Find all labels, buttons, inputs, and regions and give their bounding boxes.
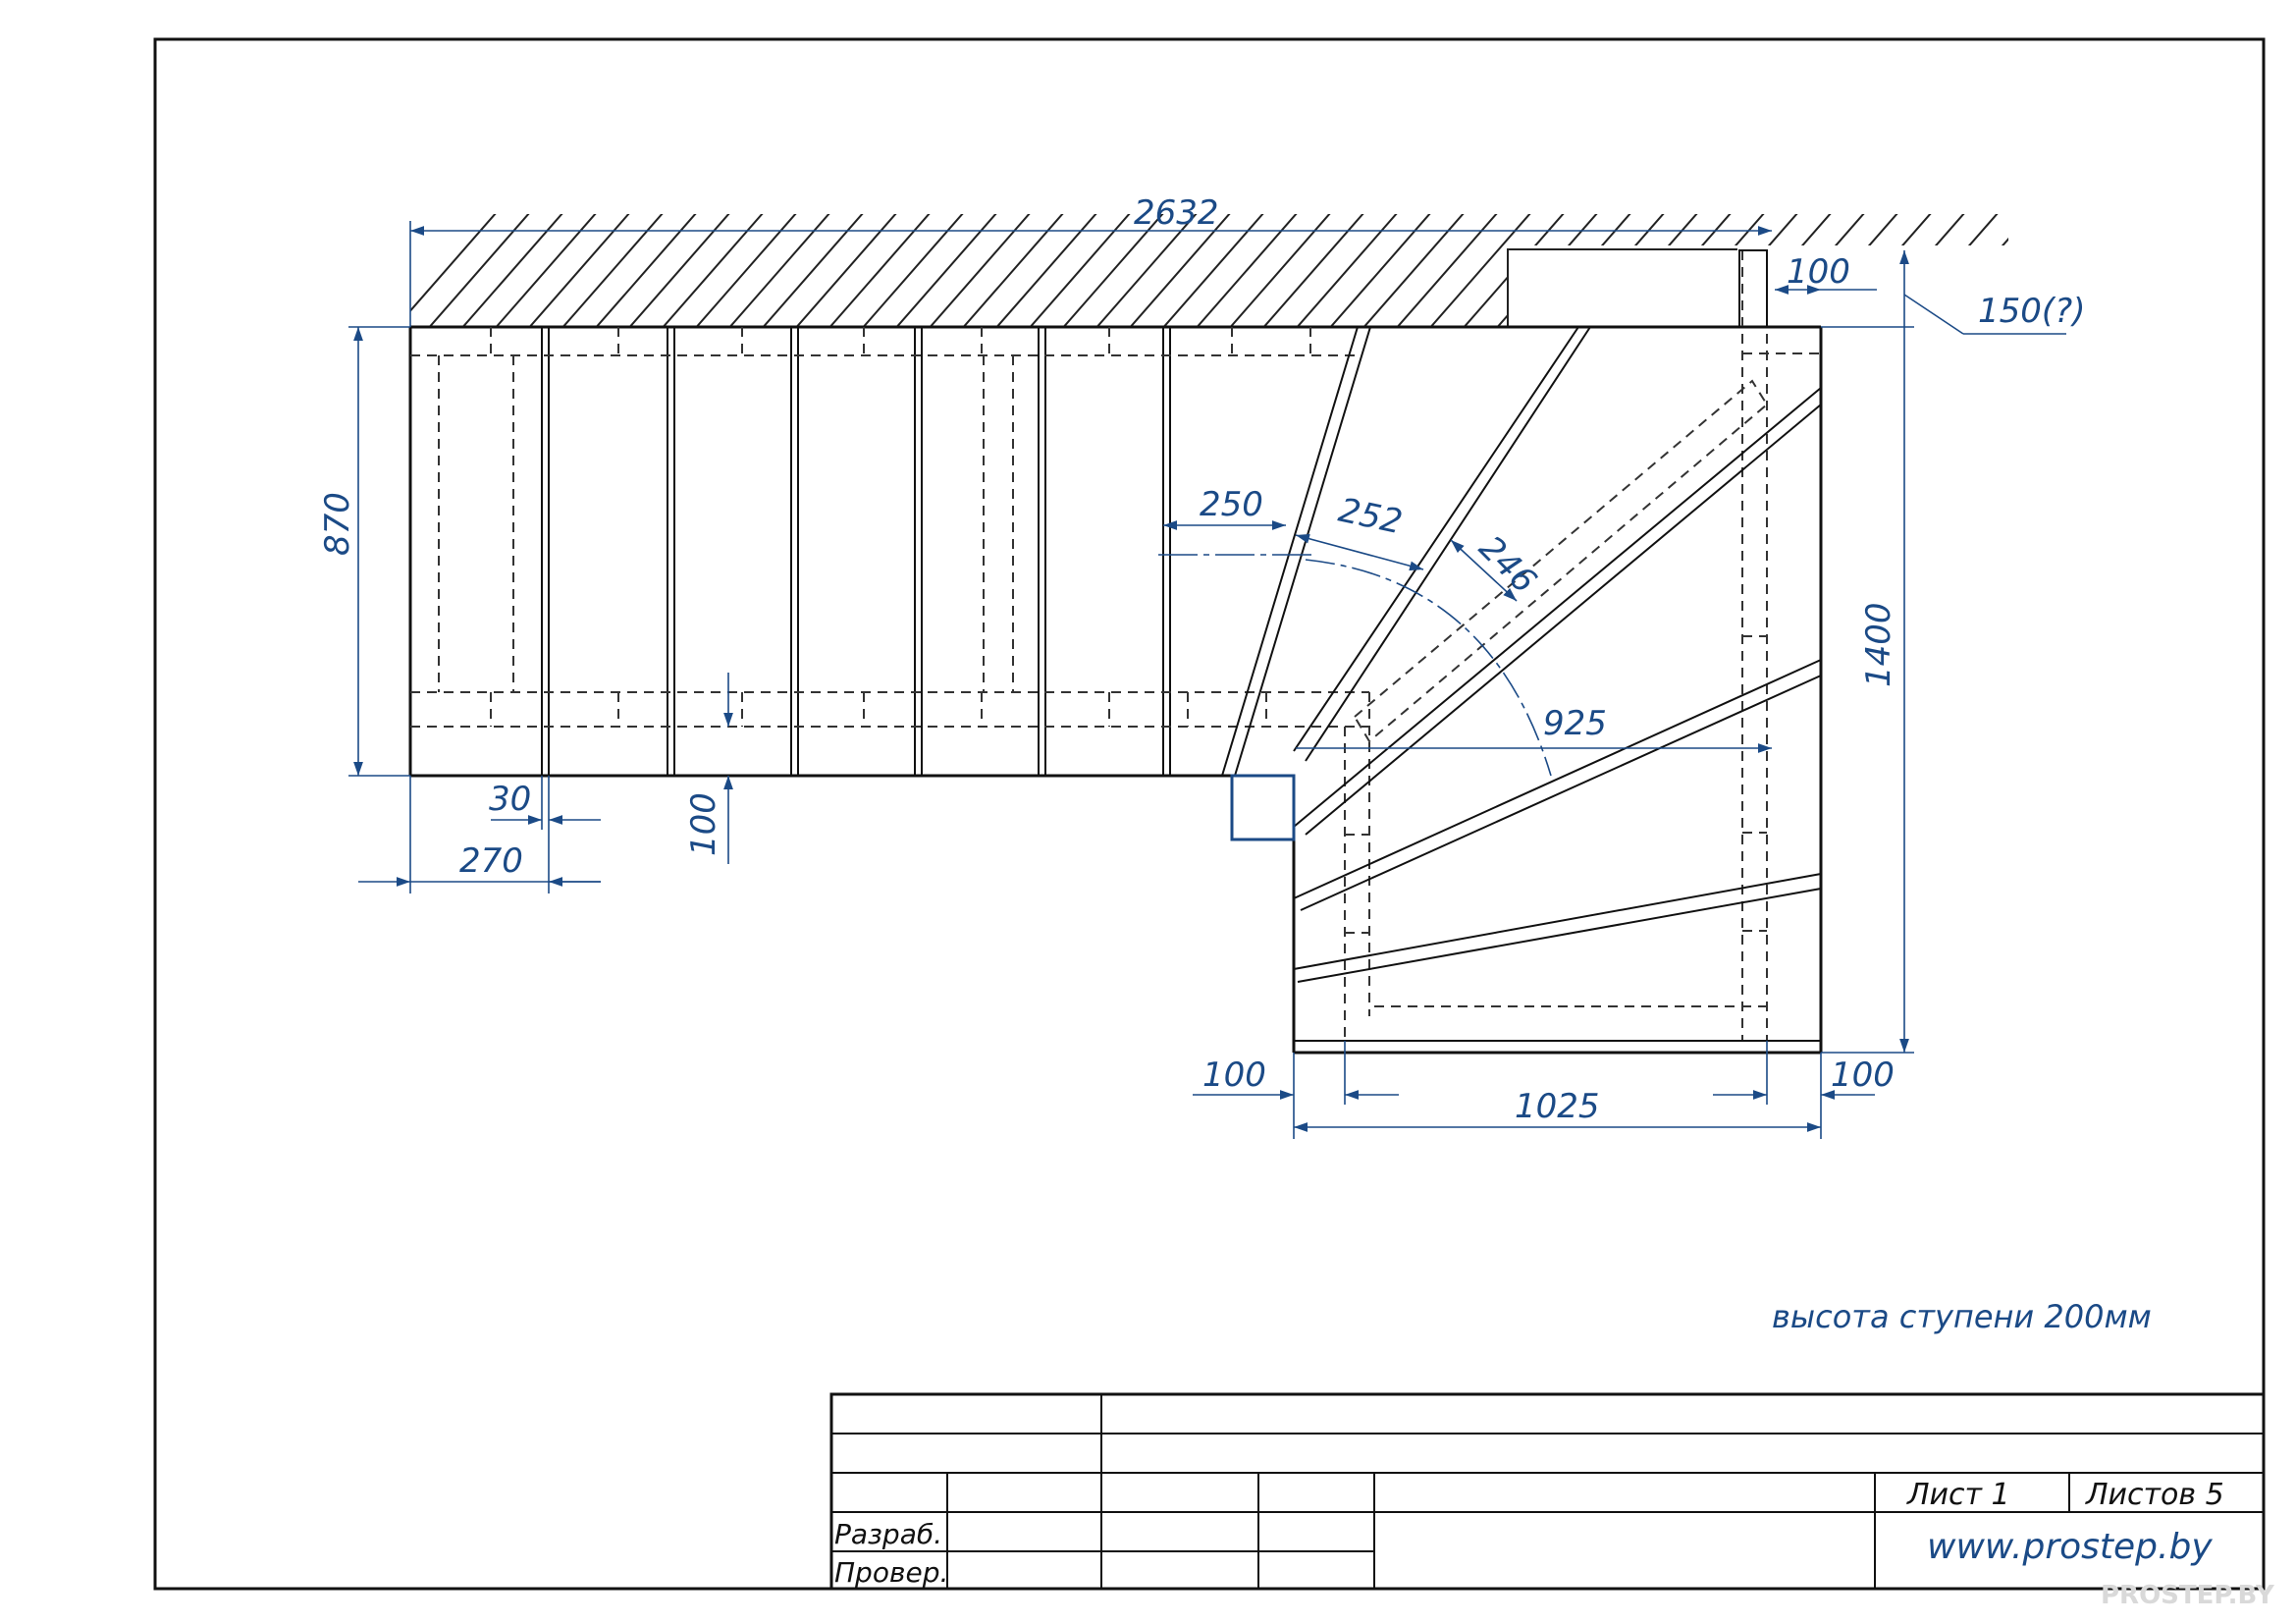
dim-tread-246: 246 [1471,528,1544,601]
website-url: www.prostep.by [1927,1527,2213,1567]
dim-height-right: 1400 [1859,602,1898,687]
dim-step-270: 270 [459,841,523,881]
dim-height-left: 870 [318,492,357,556]
dim-stringer-30: 30 [489,780,531,819]
wall-recess-outline [1507,248,1737,327]
straight-flight [408,325,1821,778]
wall-hatching [410,214,2008,327]
dimension-lines [348,221,2066,1139]
dim-width-1025: 1025 [1515,1087,1600,1126]
checked-by-label: Провер. [834,1556,948,1589]
dim-offset-bottom-right: 100 [1831,1056,1895,1095]
dim-offset-vertical: 100 [684,792,723,856]
dim-gap-top: 100 [1787,252,1850,292]
dim-offset-bottom-left: 100 [1202,1056,1266,1095]
hidden-frame-lines [410,250,1821,1042]
dim-radius-925: 925 [1543,704,1607,743]
dim-overall-length: 2632 [1134,193,1219,233]
drawing-frame [153,37,2266,1591]
dim-wall-offset: 150(?) [1978,292,2085,331]
sheet-number: Лист 1 [1906,1478,2010,1512]
watermark: PROSTEP.BY [2101,1581,2275,1610]
sheet-count: Листов 5 [2085,1478,2224,1512]
newel-post [1230,774,1296,841]
dim-tread-250: 250 [1200,485,1263,524]
winder-section [1221,249,1823,1055]
step-height-note: высота ступени 200мм [1772,1298,2152,1335]
title-block [829,1392,2266,1591]
dim-tread-252: 252 [1335,491,1406,543]
developed-by-label: Разраб. [834,1518,942,1550]
